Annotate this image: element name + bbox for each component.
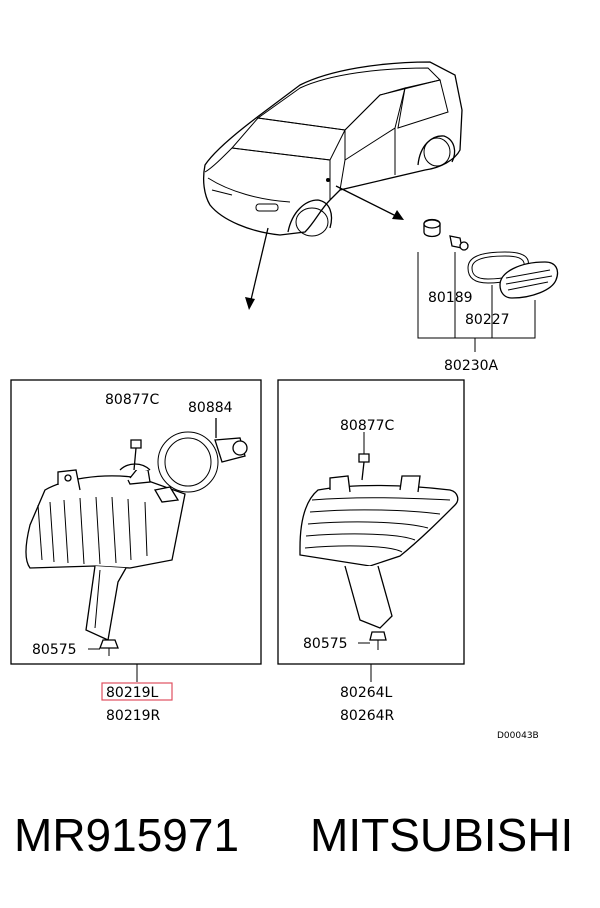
label-80884: 80884 — [188, 400, 233, 416]
parts-diagram: 80189 80227 80230A — [10, 61, 559, 741]
label-80189: 80189 — [428, 290, 473, 306]
left-assembly-box — [10, 379, 262, 665]
label-80230a: 80230A — [444, 358, 499, 374]
label-80219r: 80219R — [106, 708, 161, 724]
side-marker-parts — [417, 218, 559, 352]
part-number: MR915971 — [14, 809, 240, 861]
cover-grille-drawing — [299, 432, 459, 650]
label-80575-left: 80575 — [32, 642, 77, 658]
highlight-box — [101, 682, 173, 701]
label-80264l: 80264L — [340, 685, 393, 701]
diagram-code: D00043B — [497, 731, 539, 741]
label-80575-right: 80575 — [303, 636, 348, 652]
label-80227: 80227 — [465, 312, 510, 328]
fog-lamp-drawing — [25, 418, 248, 656]
label-80877c-left: 80877C — [105, 392, 160, 408]
label-80877c-right: 80877C — [340, 418, 395, 434]
label-80264r: 80264R — [340, 708, 395, 724]
car-illustration — [203, 61, 463, 310]
label-80219l: 80219L — [106, 685, 159, 701]
footer: MR915971 MITSUBISHI — [0, 800, 600, 880]
brand-name: MITSUBISHI — [310, 809, 574, 861]
